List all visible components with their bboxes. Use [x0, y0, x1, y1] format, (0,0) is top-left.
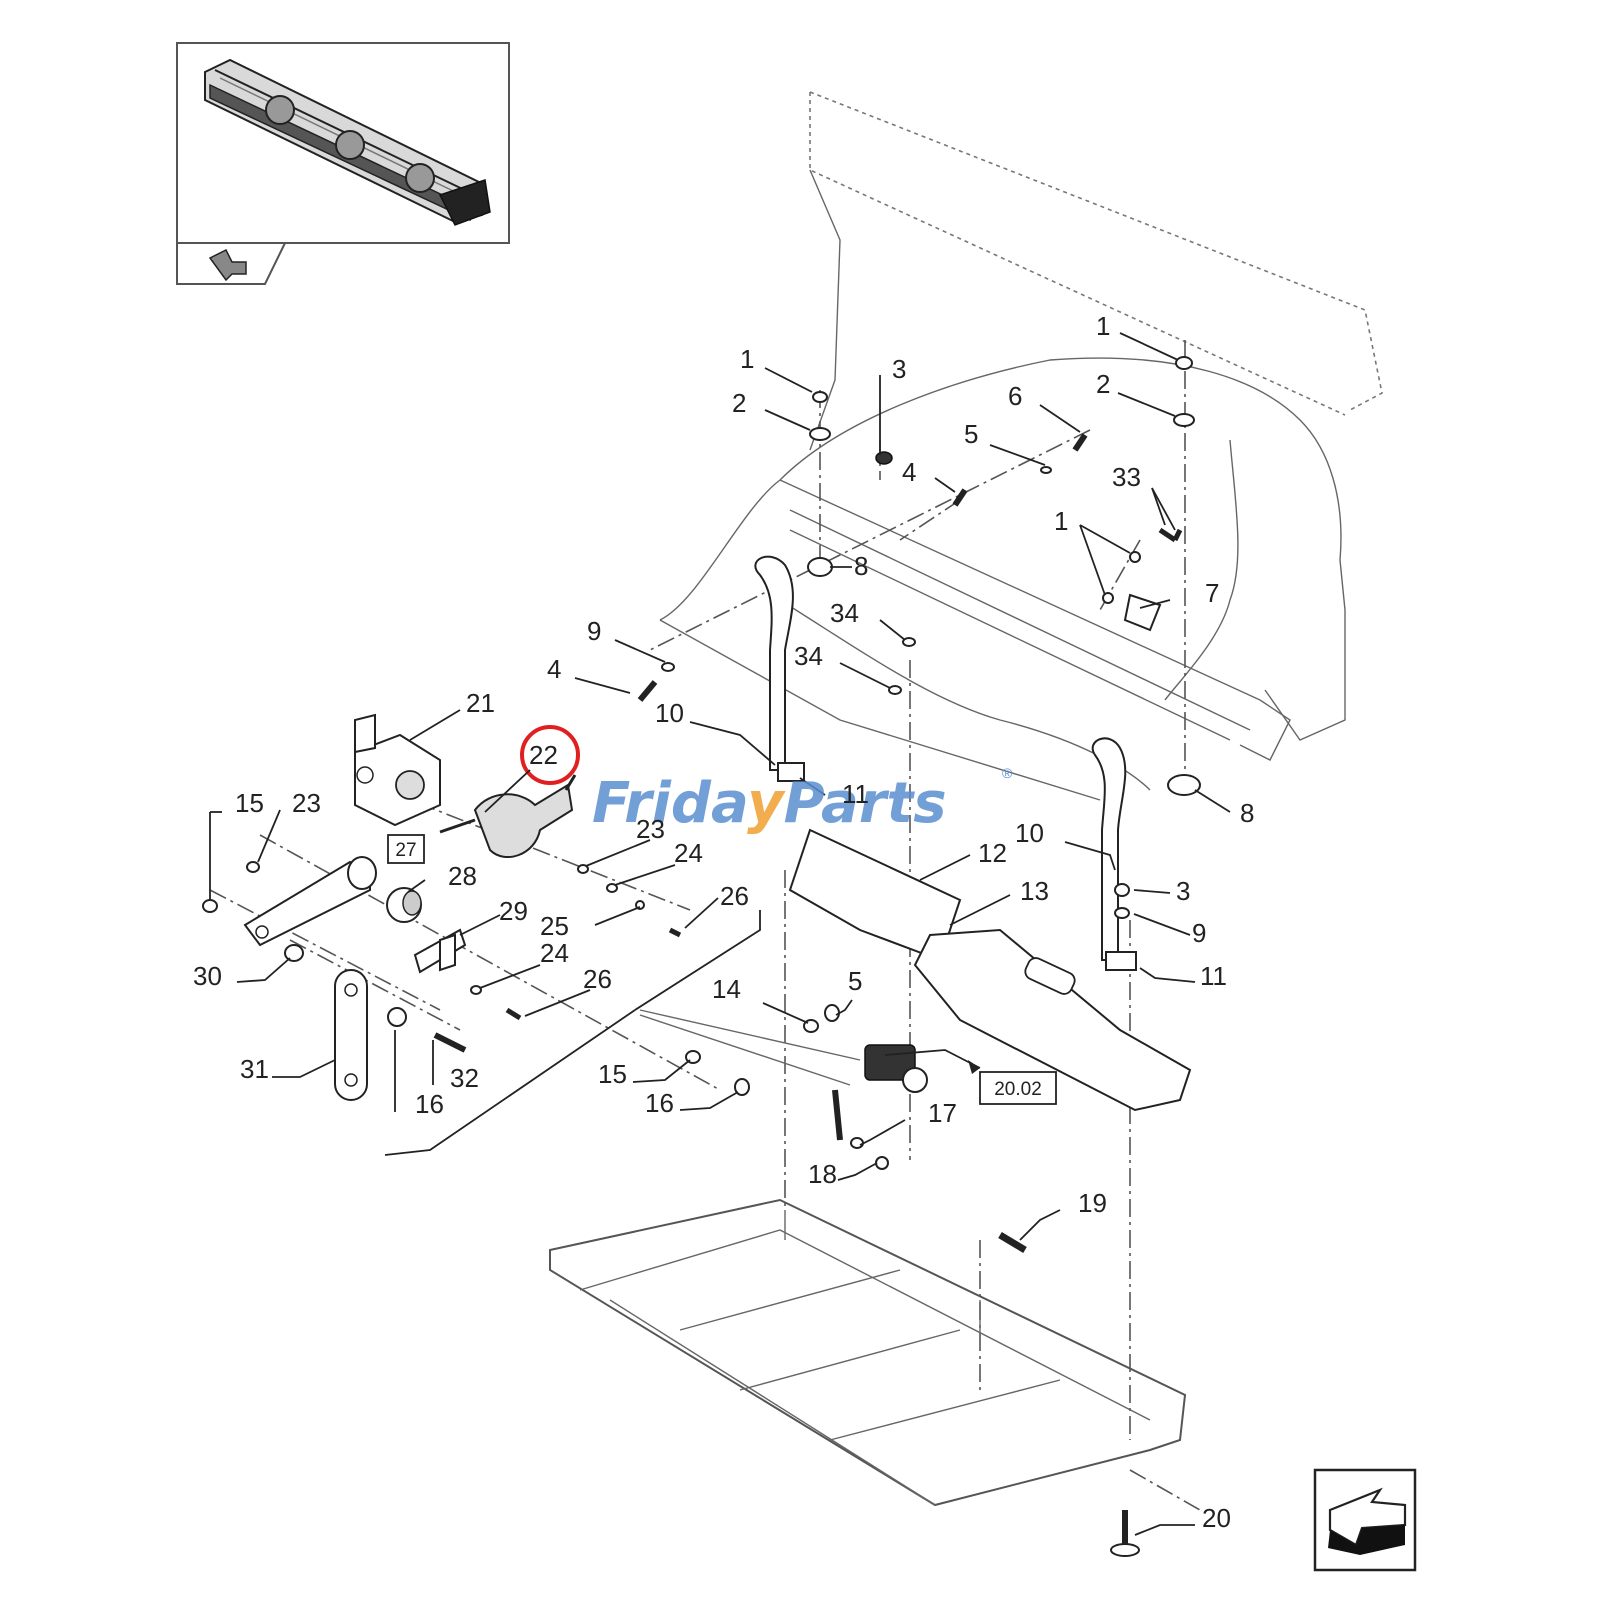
- callout-22[interactable]: 22: [529, 740, 558, 770]
- callout-3[interactable]: 3: [1176, 876, 1190, 906]
- callout-15[interactable]: 15: [598, 1059, 627, 1089]
- center-lines: [209, 340, 1201, 1511]
- callout-23[interactable]: 23: [636, 814, 665, 844]
- callout-16[interactable]: 16: [645, 1088, 674, 1118]
- callout-3[interactable]: 3: [892, 354, 906, 384]
- callout-8[interactable]: 8: [854, 551, 868, 581]
- bracket-10-left: [754, 555, 805, 782]
- bracket-21: [354, 713, 441, 827]
- callout-33[interactable]: 33: [1112, 462, 1141, 492]
- callout-21[interactable]: 21: [466, 688, 495, 718]
- callouts: 1 2 3 1 2 6 5 4 33 1 8 7 34 34 9 4 10 21…: [193, 311, 1254, 1533]
- orientation-arrow-icon: [1313, 1468, 1417, 1572]
- callout-20[interactable]: 20: [1202, 1503, 1231, 1533]
- callout-2[interactable]: 2: [1096, 369, 1110, 399]
- shield-12: [788, 828, 962, 962]
- view-direction-arrow-icon: [208, 248, 247, 282]
- reference-label-27: 27: [395, 840, 416, 861]
- callout-19[interactable]: 19: [1078, 1188, 1107, 1218]
- callout-24[interactable]: 24: [674, 838, 703, 868]
- svg-text:FridayParts: FridayParts: [592, 771, 947, 836]
- reference-box-20-02[interactable]: 20.02: [968, 1060, 1057, 1105]
- callout-4[interactable]: 4: [902, 457, 916, 487]
- watermark-text-2: y: [747, 771, 786, 836]
- callout-26[interactable]: 26: [720, 881, 749, 911]
- callout-26[interactable]: 26: [583, 964, 612, 994]
- callout-10[interactable]: 10: [1015, 818, 1044, 848]
- callout-11[interactable]: 11: [842, 779, 869, 809]
- leader-lines: [209, 332, 1231, 1536]
- bushing-28: [386, 887, 422, 923]
- callout-15[interactable]: 15: [235, 788, 264, 818]
- callout-18[interactable]: 18: [808, 1159, 837, 1189]
- watermark-text-3: Parts: [784, 771, 947, 836]
- callout-25[interactable]: 25: [540, 911, 569, 941]
- callout-4[interactable]: 4: [547, 654, 561, 684]
- callout-30[interactable]: 30: [193, 961, 222, 991]
- callout-7[interactable]: 7: [1205, 578, 1219, 608]
- shield-13: [913, 928, 1192, 1112]
- callout-12[interactable]: 12: [978, 838, 1007, 868]
- reference-label-20-02: 20.02: [994, 1079, 1042, 1100]
- thumbnail-frame: [176, 42, 510, 285]
- callout-13[interactable]: 13: [1020, 876, 1049, 906]
- callout-34[interactable]: 34: [794, 641, 823, 671]
- callout-10[interactable]: 10: [655, 698, 684, 728]
- watermark-text-1: Frida: [592, 771, 747, 836]
- header-body-outline: [659, 91, 1383, 801]
- bracket-29: [413, 928, 467, 974]
- callout-9[interactable]: 9: [1192, 918, 1206, 948]
- callout-28[interactable]: 28: [448, 861, 477, 891]
- frame-beams: [779, 479, 1291, 761]
- arm-30: [243, 856, 377, 947]
- skid-frame: [549, 1198, 1187, 1507]
- watermark-registered: ®: [1002, 765, 1013, 781]
- callout-5[interactable]: 5: [964, 419, 978, 449]
- callout-1[interactable]: 1: [1096, 311, 1110, 341]
- callout-1[interactable]: 1: [740, 344, 754, 374]
- header-assembly-thumbnail-icon: [204, 58, 491, 226]
- callout-24[interactable]: 24: [540, 938, 569, 968]
- highlight-ring: [520, 725, 580, 785]
- callout-17[interactable]: 17: [928, 1098, 957, 1128]
- sensor-22: [439, 774, 577, 859]
- callout-34[interactable]: 34: [830, 598, 859, 628]
- callout-2[interactable]: 2: [732, 388, 746, 418]
- watermark: FridayParts ®: [592, 765, 1013, 836]
- switch-assembly: [639, 1009, 928, 1141]
- callout-32[interactable]: 32: [450, 1063, 479, 1093]
- callout-14[interactable]: 14: [712, 974, 741, 1004]
- callout-23[interactable]: 23: [292, 788, 321, 818]
- fasteners: [202, 356, 1201, 1557]
- callout-31[interactable]: 31: [240, 1054, 269, 1084]
- callout-5[interactable]: 5: [848, 966, 862, 996]
- callout-1[interactable]: 1: [1054, 506, 1068, 536]
- callout-9[interactable]: 9: [587, 616, 601, 646]
- callout-11[interactable]: 11: [1200, 961, 1227, 991]
- link-31: [334, 969, 368, 1101]
- callout-29[interactable]: 29: [499, 896, 528, 926]
- callout-8[interactable]: 8: [1240, 798, 1254, 828]
- bracket-10-right: [1091, 737, 1137, 971]
- callout-6[interactable]: 6: [1008, 381, 1022, 411]
- callout-16[interactable]: 16: [415, 1089, 444, 1119]
- reference-box-27[interactable]: 27: [387, 834, 425, 864]
